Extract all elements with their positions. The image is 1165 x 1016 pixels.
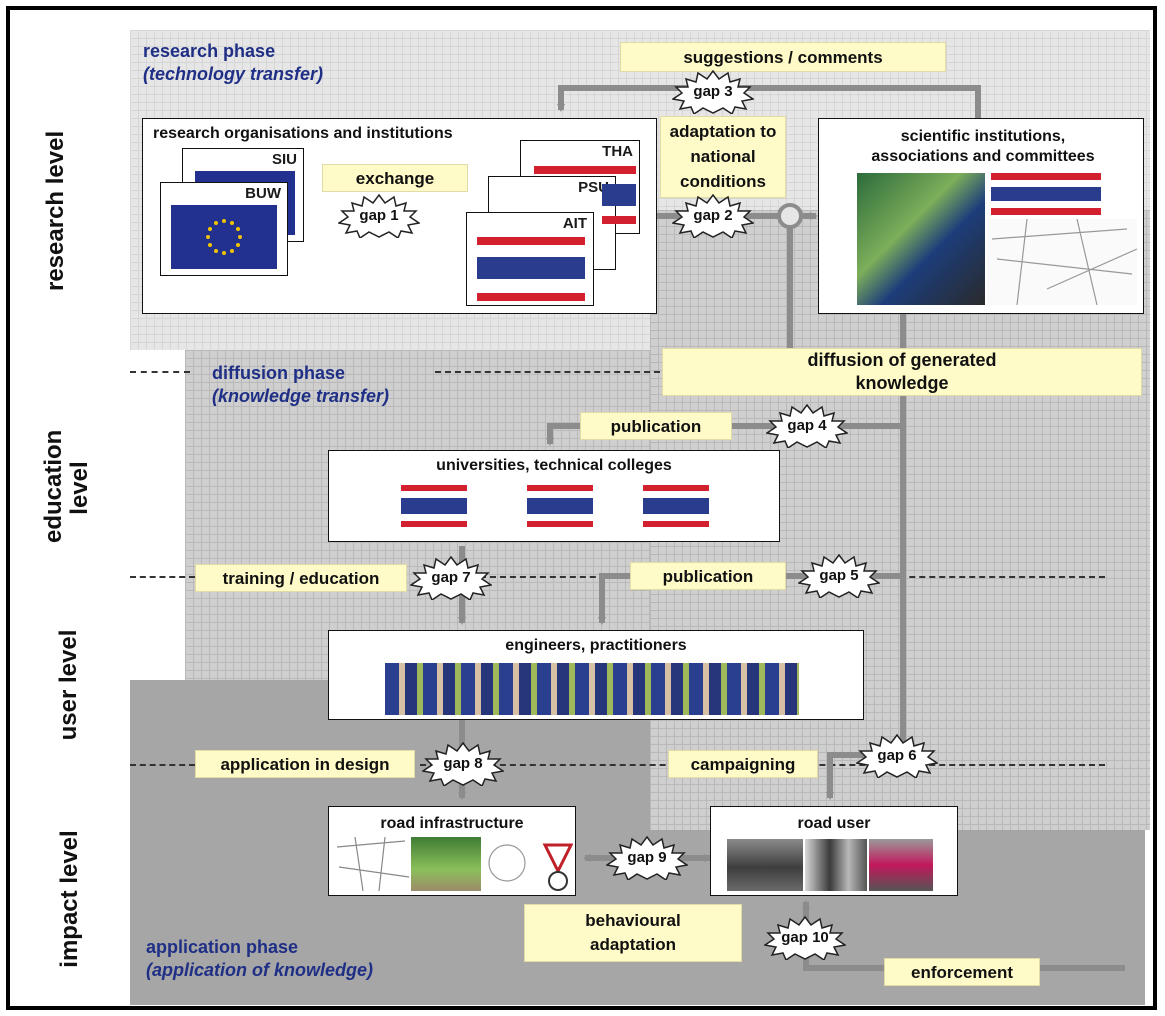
exchange-label: exchange	[322, 164, 468, 192]
publication-top-label: publication	[580, 412, 732, 440]
traffic-sign-icon	[488, 843, 573, 891]
research-phase-label: research phase (technology transfer)	[143, 40, 323, 86]
thai-flag-icon	[991, 173, 1101, 215]
campaigning-label: campaigning	[668, 750, 818, 778]
burst-icon	[766, 404, 848, 448]
road-photo	[411, 837, 481, 891]
ait-card: AIT	[466, 212, 594, 306]
diagram-frame: research level education level user leve…	[6, 6, 1157, 1010]
gap7-badge: gap 7	[410, 556, 492, 600]
research-phase-subtitle: (technology transfer)	[143, 64, 324, 84]
tha-code: THA	[602, 143, 633, 160]
gap3-badge: gap 3	[672, 70, 754, 114]
road-user-box: road user	[710, 806, 958, 896]
adaptation-label: adaptation to national conditions	[660, 116, 786, 198]
diffusion-label: diffusion of generated knowledge	[662, 348, 1142, 396]
diffusion-phase-subtitle: (knowledge transfer)	[212, 386, 390, 406]
burst-icon	[422, 742, 504, 786]
gap1-badge: gap 1	[338, 194, 420, 238]
research-phase-title: research phase	[143, 41, 276, 61]
training-label: training / education	[195, 564, 407, 592]
separator-education-user	[130, 576, 195, 578]
thai-flag-stripes-behind	[534, 166, 636, 224]
burst-icon	[672, 70, 754, 114]
diffusion-phase-label: diffusion phase (knowledge transfer)	[212, 362, 389, 408]
separator-research-education	[130, 371, 190, 373]
gap9-badge: gap 9	[606, 836, 688, 880]
application-design-label: application in design	[195, 750, 415, 778]
burst-icon	[856, 734, 938, 778]
psu-code: PSU	[578, 179, 609, 196]
burst-icon	[764, 916, 846, 960]
eu-flag-icon	[171, 205, 277, 269]
gap10-badge: gap 10	[764, 916, 846, 960]
road-sketch-icon	[336, 837, 410, 891]
engineers-photo	[385, 663, 799, 715]
car-photo	[727, 839, 803, 891]
thai-flags-row-icon	[401, 485, 709, 527]
gap8-badge: gap 8	[422, 742, 504, 786]
burst-icon	[672, 194, 754, 238]
suggestions-label: suggestions / comments	[620, 42, 946, 72]
application-phase-label: application phase (application of knowle…	[146, 936, 373, 982]
buw-code: BUW	[245, 185, 281, 202]
separator-research-education-right	[435, 371, 660, 373]
application-phase-subtitle: (application of knowledge)	[146, 960, 374, 980]
pedestrians-photo	[805, 839, 867, 891]
application-phase-title: application phase	[146, 937, 299, 957]
gap2-badge: gap 2	[672, 194, 754, 238]
scientific-institutions-box: scientific institutions, associations an…	[818, 118, 1144, 314]
behavioural-label: behavioural adaptation	[524, 904, 742, 962]
gap6-badge: gap 6	[856, 734, 938, 778]
universities-box: universities, technical colleges	[328, 450, 780, 542]
road-infrastructure-box: road infrastructure	[328, 806, 576, 896]
enforcement-label: enforcement	[884, 958, 1040, 986]
burst-icon	[606, 836, 688, 880]
map-sketch-icon	[987, 219, 1137, 305]
gap5-badge: gap 5	[798, 554, 880, 598]
publication-mid-label: publication	[630, 562, 786, 590]
burst-icon	[798, 554, 880, 598]
burst-icon	[338, 194, 420, 238]
ait-code: AIT	[562, 215, 587, 232]
siu-code: SIU	[271, 151, 297, 168]
burst-icon	[410, 556, 492, 600]
separator-user-impact	[130, 764, 195, 766]
diffusion-phase-title: diffusion phase	[212, 363, 346, 383]
scientific-photo	[857, 173, 985, 305]
gap4-badge: gap 4	[766, 404, 848, 448]
motorcycle-photo	[869, 839, 933, 891]
buw-card: BUW	[160, 182, 288, 276]
thai-flag-icon	[477, 237, 585, 301]
engineers-box: engineers, practitioners	[328, 630, 864, 720]
